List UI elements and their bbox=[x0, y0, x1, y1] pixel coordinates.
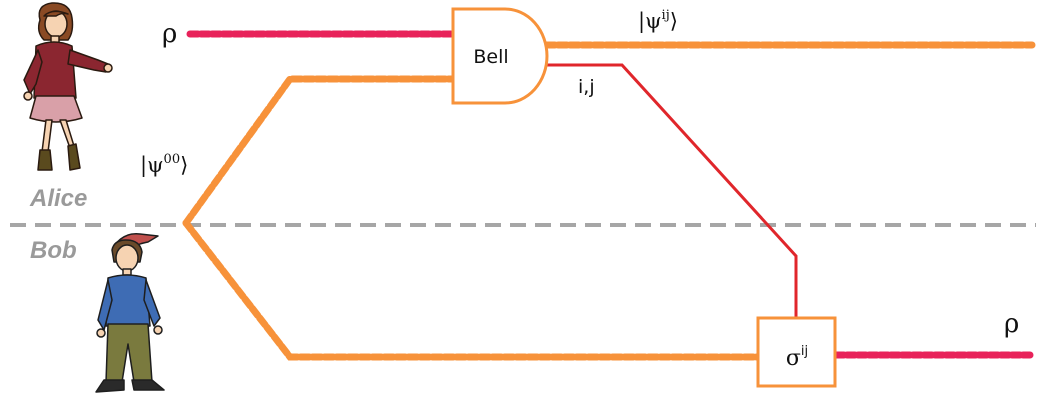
classical-channel bbox=[546, 63, 798, 318]
psi-00-label: |ψ00⟩ bbox=[140, 152, 188, 178]
sigma-gate bbox=[756, 316, 837, 388]
bob-figure bbox=[95, 233, 165, 393]
bell-gate bbox=[451, 7, 549, 105]
psi-00-superscript: 00 bbox=[164, 152, 181, 167]
state-lines bbox=[186, 30, 1034, 359]
alice-label: Alice bbox=[29, 185, 87, 212]
psi-ij-symbol: |ψ bbox=[638, 9, 662, 34]
epr-line-bob bbox=[182, 219, 762, 361]
rho-output-label: ρ bbox=[1004, 309, 1019, 339]
bob-label: Bob bbox=[30, 237, 77, 264]
psi-ij-superscript: ij bbox=[662, 8, 670, 23]
rho-input-label: ρ bbox=[162, 19, 177, 49]
sigma-symbol: σ bbox=[786, 346, 801, 371]
epr-line-alice bbox=[182, 75, 459, 227]
classical-bits-label: i,j bbox=[578, 76, 595, 98]
alice-figure bbox=[23, 2, 113, 171]
sigma-superscript: ij bbox=[801, 344, 808, 359]
entangled-lines bbox=[182, 41, 1036, 361]
bell-label: Bell bbox=[473, 46, 508, 68]
sigma-label: σij bbox=[786, 344, 808, 371]
psi-ij-label: |ψij⟩ bbox=[638, 8, 678, 34]
psi-00-ket-close: ⟩ bbox=[180, 153, 188, 177]
psi-00-symbol: |ψ bbox=[140, 153, 164, 178]
psi-ij-ket-close: ⟩ bbox=[670, 9, 678, 33]
